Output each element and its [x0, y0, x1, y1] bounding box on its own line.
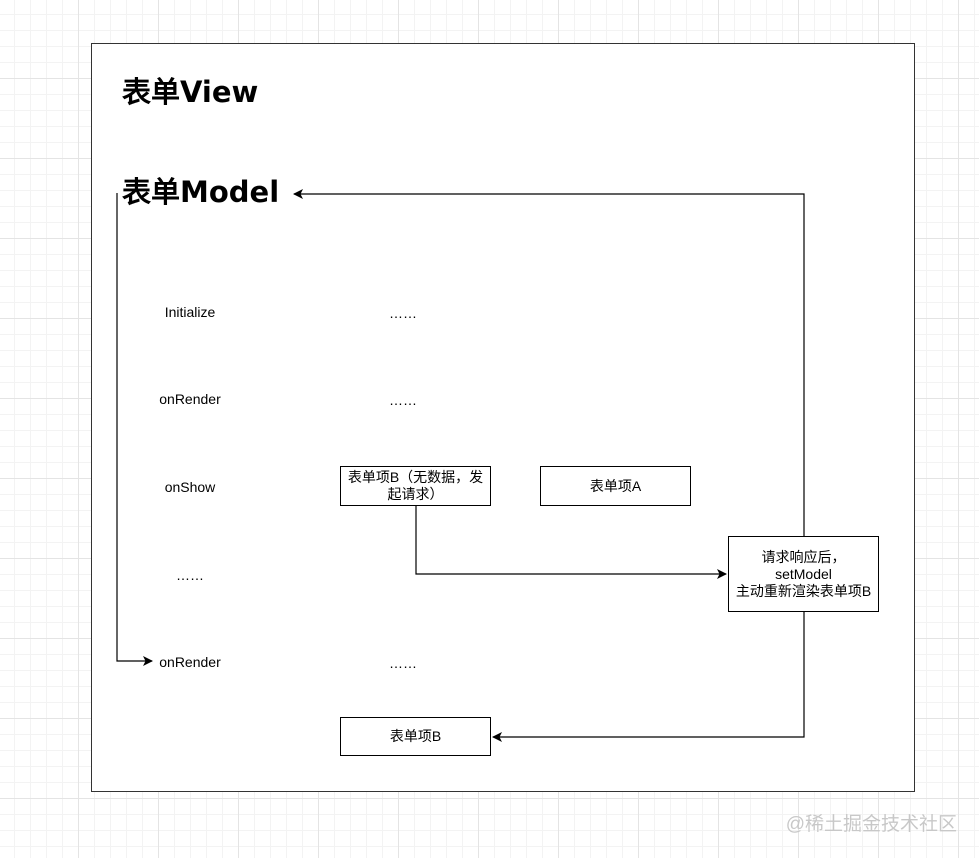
- diagram-frame: [91, 43, 915, 792]
- form-item-b-label: 表单项B: [389, 728, 442, 744]
- response-handler-line1: 请求响应后，: [761, 548, 846, 565]
- watermark: @稀土掘金技术社区: [785, 814, 957, 835]
- response-handler-box: 请求响应后， setModel 主动重新渲染表单项B: [728, 536, 879, 612]
- response-handler-line3: 主动重新渲染表单项B: [735, 582, 872, 599]
- form-item-a-box: 表单项A: [540, 466, 691, 506]
- response-handler-line2: setModel: [775, 565, 832, 582]
- form-item-a-label: 表单项A: [589, 477, 642, 494]
- form-item-b-box: 表单项B: [340, 717, 491, 756]
- model-title: 表单Model: [122, 175, 280, 209]
- lifecycle-on-show: onShow: [164, 479, 216, 495]
- view-title: 表单View: [122, 75, 259, 109]
- form-item-b-no-data-line1: 表单项B（无数据，发: [347, 469, 484, 485]
- lifecycle-on-render: onRender: [159, 391, 221, 407]
- form-item-b-no-data-line2: 起请求）: [387, 486, 444, 502]
- ellipsis-on-render-again-row: ……: [389, 655, 417, 671]
- ellipsis-initialize-row: ……: [389, 305, 417, 321]
- lifecycle-initialize: Initialize: [164, 304, 216, 320]
- ellipsis-on-render-row: ……: [389, 392, 417, 408]
- lifecycle-on-render-again: onRender: [159, 654, 221, 670]
- lifecycle-ellipsis: ……: [176, 567, 204, 583]
- form-item-b-no-data-box: 表单项B（无数据，发 起请求）: [340, 466, 491, 506]
